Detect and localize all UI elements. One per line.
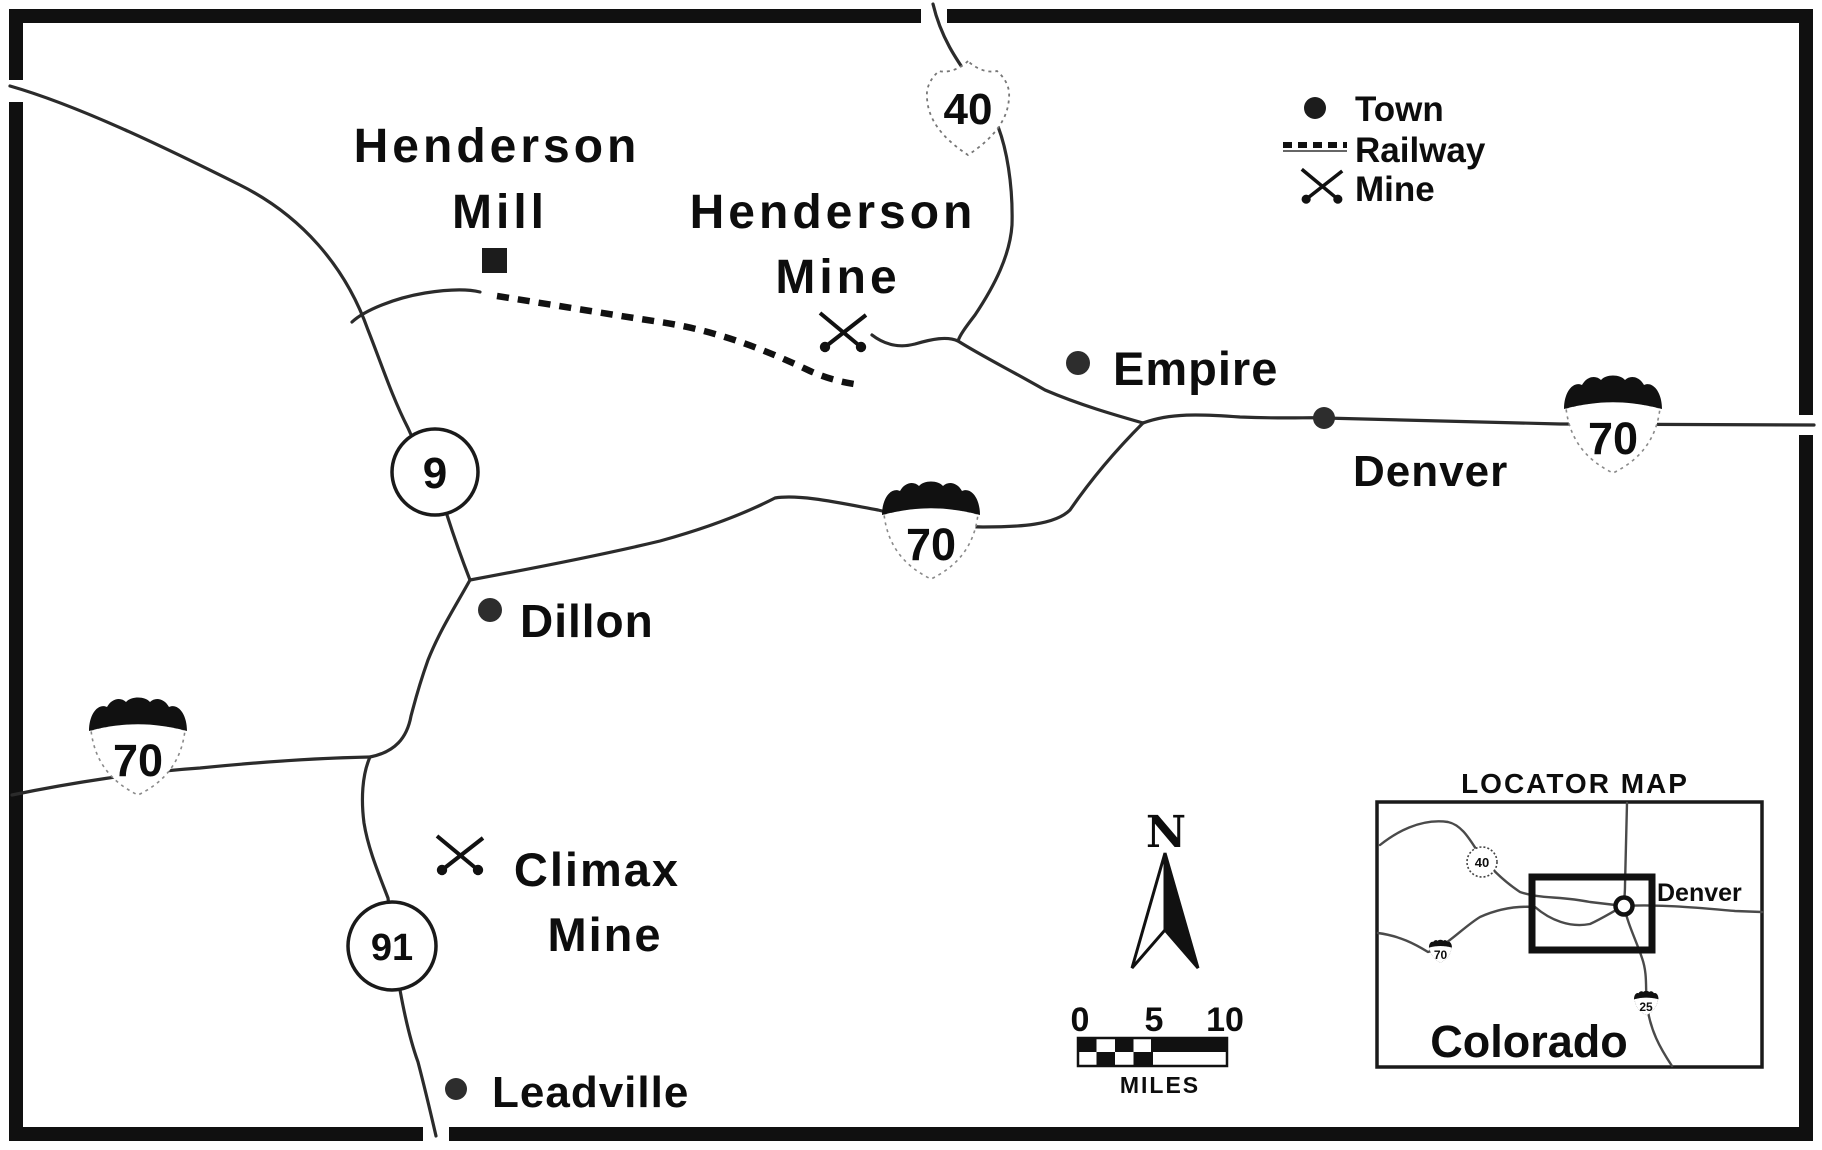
- locator-i25-badge: 25: [1633, 990, 1659, 1016]
- road-henderson-mine-access: [870, 333, 960, 348]
- north-arrow: N: [1130, 807, 1200, 969]
- scale-tick-5: 5: [1145, 1001, 1164, 1039]
- legend-mine-label: Mine: [1355, 170, 1435, 209]
- scale-tick-0: 0: [1071, 1001, 1090, 1039]
- climax-mine-label-2: Mine: [547, 908, 662, 961]
- i70-number: 70: [1588, 413, 1638, 464]
- denver-label: Denver: [1353, 447, 1508, 496]
- leadville-dot: [445, 1078, 467, 1100]
- scale-bar-graphic: [1076, 1036, 1229, 1068]
- road-route91-south: [360, 578, 472, 1138]
- locator-study-area-box: [1528, 873, 1656, 954]
- locator-denver-label: Denver: [1657, 879, 1742, 907]
- scale-tick-10: 10: [1206, 1001, 1244, 1039]
- henderson-mill-label-1: Henderson: [354, 120, 641, 173]
- legend-railway-label: Railway: [1355, 131, 1486, 170]
- locator-map: LOCATOR MAP 40 70 25 Denver Colorado: [1375, 768, 1764, 1069]
- leadville-label: Leadville: [492, 1068, 689, 1117]
- henderson-mill-square: [482, 248, 507, 273]
- place-labels: Henderson Mill Henderson Mine Empire Den…: [354, 120, 1508, 1117]
- i70-number: 70: [906, 519, 956, 570]
- north-arrow-right-half: [1163, 852, 1200, 969]
- dillon-label: Dillon: [520, 595, 654, 647]
- empire-label: Empire: [1113, 342, 1278, 395]
- route91-shield: 91: [346, 900, 438, 992]
- legend-railway-icon: [1283, 142, 1347, 152]
- locator-road-i70: [1376, 904, 1626, 954]
- route9-shield: 9: [390, 427, 480, 517]
- route91-number: 91: [371, 927, 413, 969]
- north-label: N: [1146, 807, 1186, 858]
- legend-town-icon: [1304, 97, 1326, 119]
- scale-bar: 0 5 10 MILES: [1071, 1001, 1244, 1098]
- locator-us40-badge: 40: [1466, 846, 1498, 878]
- i70-shield-center: 70: [881, 480, 981, 580]
- scale-unit-label: MILES: [1120, 1072, 1200, 1098]
- climax-mine-label-1: Climax: [514, 843, 680, 896]
- legend: Town Railway Mine: [1283, 90, 1486, 209]
- henderson-mine-label-2: Mine: [775, 251, 900, 304]
- legend-town-label: Town: [1355, 90, 1444, 129]
- route9-number: 9: [423, 449, 447, 498]
- locator-frame: [1375, 800, 1764, 1069]
- i70-shield-west: 70: [88, 696, 188, 796]
- town-dots: [445, 351, 1335, 1100]
- i70-number: 70: [113, 735, 163, 786]
- i70-shield-east: 70: [1563, 374, 1663, 474]
- locator-i70-number: 70: [1434, 948, 1448, 962]
- locator-state-label: Colorado: [1430, 1016, 1628, 1067]
- road-branch-to-henderson-mill: [350, 288, 482, 324]
- road-i70-center: [468, 421, 1145, 582]
- henderson-mill-label-2: Mill: [452, 186, 548, 239]
- henderson-mine-label-1: Henderson: [690, 186, 977, 239]
- railway-line: [496, 292, 855, 388]
- dillon-dot: [478, 598, 502, 622]
- locator-title: LOCATOR MAP: [1461, 768, 1689, 799]
- empire-dot: [1066, 351, 1090, 375]
- denver-dot: [1313, 407, 1335, 429]
- locator-i70-badge: 70: [1428, 939, 1453, 963]
- us40-number: 40: [944, 85, 993, 134]
- locator-us40-number: 40: [1475, 855, 1489, 870]
- road-i70-west: [10, 755, 372, 797]
- locator-road-east: [1622, 904, 1764, 914]
- us40-shield: 40: [925, 60, 1011, 156]
- locator-i25-number: 25: [1639, 1000, 1653, 1014]
- locator-denver-dot: [1613, 895, 1635, 917]
